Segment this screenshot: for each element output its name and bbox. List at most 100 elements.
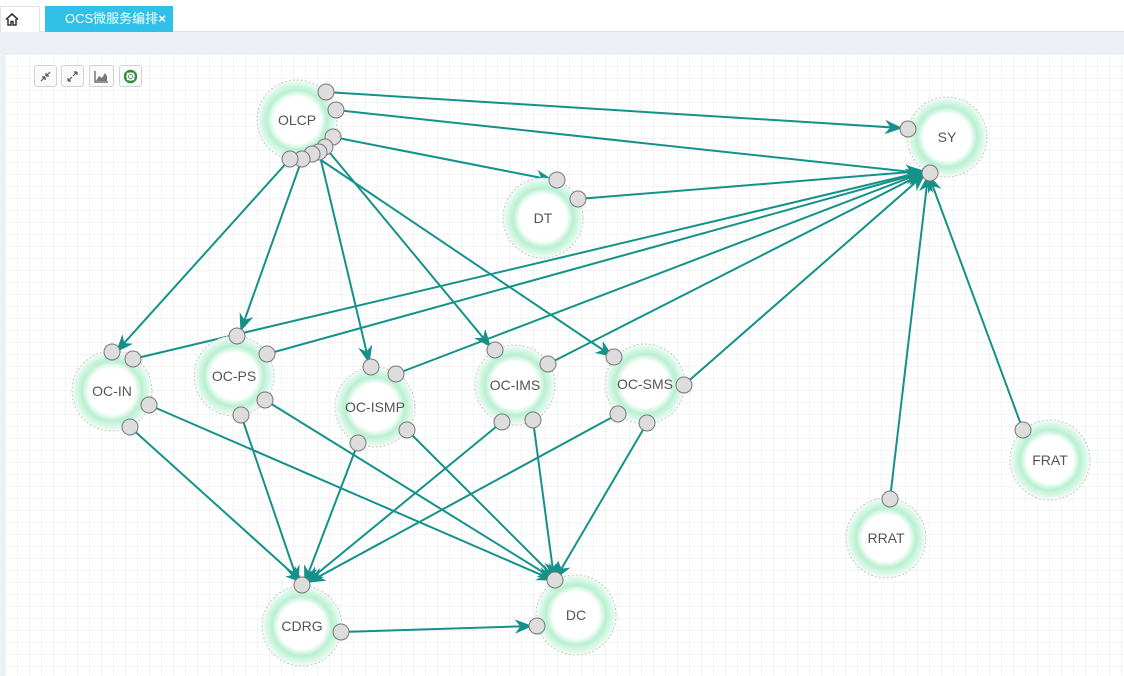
port-oc-in[interactable] <box>140 396 158 414</box>
node-cdrg[interactable]: CDRG <box>261 585 343 667</box>
port-oc-ims[interactable] <box>486 341 504 359</box>
port-olcp[interactable] <box>327 101 345 119</box>
port-oc-sms[interactable] <box>638 414 656 432</box>
edge-frat-to-sy[interactable] <box>927 174 1024 431</box>
port-dt[interactable] <box>569 190 587 208</box>
edge-oc-ismp-to-cdrg[interactable] <box>304 442 359 584</box>
node-label: DT <box>534 210 553 226</box>
node-label: CDRG <box>281 618 322 634</box>
edge-oc-in-to-dc[interactable] <box>148 404 555 581</box>
collapse-button[interactable] <box>34 65 57 87</box>
port-oc-ims[interactable] <box>524 411 542 429</box>
edge-oc-in-to-sy[interactable] <box>132 168 924 360</box>
port-oc-ims[interactable] <box>539 355 557 373</box>
edge-olcp-to-sy[interactable] <box>325 91 903 135</box>
edge-oc-ps-to-cdrg[interactable] <box>240 414 300 584</box>
edge-oc-ims-to-cdrg[interactable] <box>305 421 503 584</box>
node-label: OLCP <box>278 112 316 128</box>
port-oc-ismp[interactable] <box>398 421 416 439</box>
node-circle <box>256 79 338 161</box>
edge-oc-ismp-to-dc[interactable] <box>406 429 558 581</box>
port-cdrg[interactable] <box>332 623 350 641</box>
port-dt[interactable] <box>548 171 566 189</box>
tab-label: OCS微服务编排 <box>65 11 159 26</box>
node-label: RRAT <box>867 530 905 546</box>
edge-oc-ps-to-dc[interactable] <box>264 399 556 580</box>
port-cdrg[interactable] <box>293 576 311 594</box>
help-button[interactable] <box>119 65 142 87</box>
node-label: OC-PS <box>212 368 256 384</box>
node-dt[interactable]: DT <box>502 177 584 259</box>
tab-ocs-orchestration[interactable]: OCS微服务编排 × <box>45 6 173 32</box>
edge-olcp-to-sy[interactable] <box>335 109 923 179</box>
node-label: OC-SMS <box>617 376 673 392</box>
node-circle <box>1009 419 1091 501</box>
edge-cdrg-to-dc[interactable] <box>340 619 533 634</box>
edge-olcp-to-oc-in[interactable] <box>115 158 291 353</box>
node-label: OC-IMS <box>490 377 541 393</box>
edge-oc-ps-to-sy[interactable] <box>266 170 923 355</box>
home-icon <box>5 13 19 26</box>
port-oc-ismp[interactable] <box>362 358 380 376</box>
node-label: OC-IN <box>92 383 132 399</box>
edge-olcp-to-oc-ismp[interactable] <box>318 151 373 364</box>
tab-close-icon[interactable]: × <box>158 11 166 26</box>
port-sy[interactable] <box>921 164 939 182</box>
edge-oc-sms-to-cdrg[interactable] <box>307 413 619 583</box>
expand-button[interactable] <box>61 65 84 87</box>
node-label: OC-ISMP <box>345 399 405 415</box>
edge-oc-sms-to-sy[interactable] <box>683 173 926 386</box>
node-label: FRAT <box>1032 452 1068 468</box>
node-sy[interactable]: SY <box>906 96 988 178</box>
port-oc-in[interactable] <box>124 350 142 368</box>
port-dc[interactable] <box>546 571 564 589</box>
lifebuoy-icon <box>123 69 138 84</box>
port-rrat[interactable] <box>881 490 899 508</box>
port-oc-in[interactable] <box>121 418 139 436</box>
node-circle <box>474 344 556 426</box>
port-oc-in[interactable] <box>103 343 121 361</box>
node-oc-in[interactable]: OC-IN <box>71 350 153 432</box>
chart-button[interactable] <box>89 65 114 87</box>
node-dc[interactable]: DC <box>535 574 617 656</box>
edge-oc-sms-to-dc[interactable] <box>555 422 648 580</box>
port-oc-ps[interactable] <box>258 345 276 363</box>
port-oc-ims[interactable] <box>493 413 511 431</box>
port-oc-ps[interactable] <box>256 391 274 409</box>
expand-icon <box>67 71 78 82</box>
edge-dt-to-sy[interactable] <box>577 165 925 200</box>
port-frat[interactable] <box>1014 421 1032 439</box>
port-dc[interactable] <box>528 617 546 635</box>
edge-oc-ims-to-dc[interactable] <box>532 419 560 580</box>
node-oc-ims[interactable]: OC-IMS <box>474 344 556 426</box>
edge-olcp-to-oc-ps[interactable] <box>239 158 303 332</box>
port-oc-ps[interactable] <box>232 406 250 424</box>
edge-olcp-to-oc-sms[interactable] <box>311 153 614 358</box>
edge-oc-in-to-cdrg[interactable] <box>129 426 304 584</box>
node-olcp[interactable]: OLCP <box>256 79 338 161</box>
edge-oc-ims-to-sy[interactable] <box>547 173 924 365</box>
node-label: DC <box>566 607 586 623</box>
port-oc-ismp[interactable] <box>349 434 367 452</box>
port-olcp[interactable] <box>317 83 335 101</box>
edge-rrat-to-sy[interactable] <box>889 174 934 500</box>
port-oc-sms[interactable] <box>609 405 627 423</box>
node-frat[interactable]: FRAT <box>1009 419 1091 501</box>
port-oc-sms[interactable] <box>675 376 693 394</box>
node-rrat[interactable]: RRAT <box>845 497 927 579</box>
node-oc-sms[interactable]: OC-SMS <box>604 343 686 425</box>
port-oc-ps[interactable] <box>228 327 246 345</box>
tab-home[interactable] <box>0 6 40 32</box>
node-circle <box>535 574 617 656</box>
edge-oc-ismp-to-sy[interactable] <box>395 172 924 375</box>
port-olcp[interactable] <box>281 150 299 168</box>
node-oc-ps[interactable]: OC-PS <box>193 335 275 417</box>
edge-olcp-to-dt[interactable] <box>332 136 554 184</box>
port-sy[interactable] <box>899 120 917 138</box>
area-chart-icon <box>94 71 108 83</box>
port-oc-ismp[interactable] <box>387 365 405 383</box>
port-oc-sms[interactable] <box>605 348 623 366</box>
collapse-icon <box>40 71 51 82</box>
node-circle <box>502 177 584 259</box>
